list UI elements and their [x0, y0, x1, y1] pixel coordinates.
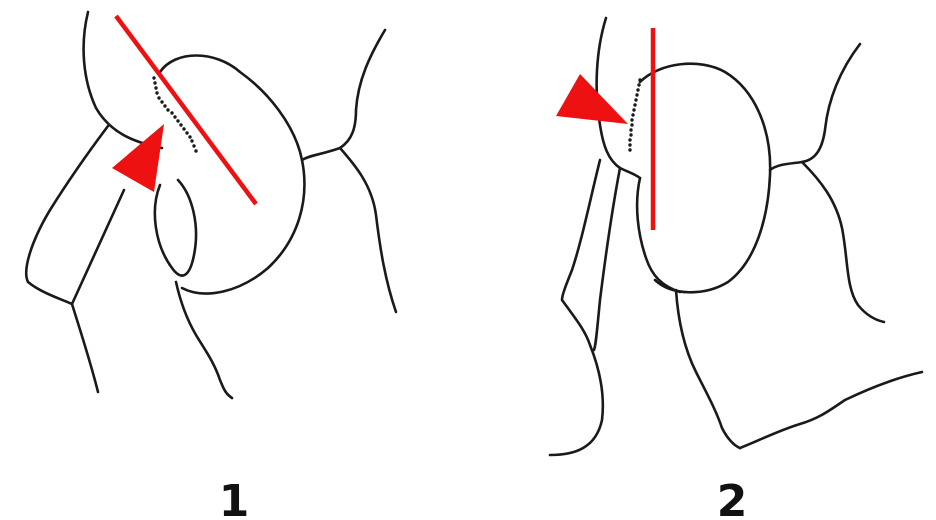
- panel-2-arrow: [556, 74, 628, 124]
- panel-2-label: 2: [717, 476, 748, 520]
- panel-1-lower-contour: [176, 282, 232, 398]
- panel-2-right-contour-lower: [802, 162, 884, 322]
- panel-2-bottom-contour: [740, 372, 922, 448]
- panel-1-right-contour-upper: [302, 30, 385, 160]
- panel-1-outline: [26, 12, 396, 398]
- panel-2-left-upper-contour: [597, 18, 640, 178]
- panel-1-left-upper-contour: [84, 12, 162, 148]
- panel-2-head: [640, 64, 770, 293]
- panel-1-left-shaft: [72, 304, 98, 392]
- panel-2-right-contour-upper: [770, 44, 860, 170]
- panel-2-left-bone-inner: [594, 168, 620, 350]
- panel-2-outline: [550, 18, 922, 455]
- panel-2-left-bone: [550, 160, 603, 455]
- panel-2-small-shape: [637, 178, 680, 292]
- panel-1-label: 1: [219, 476, 250, 520]
- panel-2-lower-contour: [676, 290, 740, 448]
- panel-2: 2: [550, 18, 922, 520]
- panel-1-small-oval: [155, 180, 196, 276]
- panel-2-dotted-line: [628, 78, 641, 151]
- panel-1: 1: [26, 12, 396, 520]
- panel-1-right-contour-lower: [340, 148, 396, 312]
- panel-1-left-lower-bone: [26, 126, 124, 304]
